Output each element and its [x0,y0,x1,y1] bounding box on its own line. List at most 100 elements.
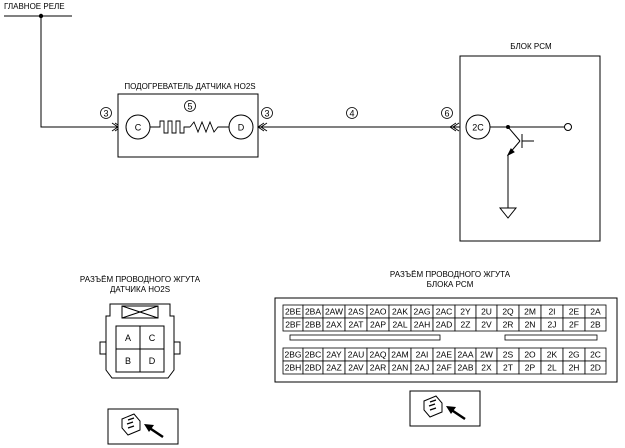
pcm-pin-2ah: 2AH [414,320,431,330]
main-relay-label: ГЛАВНОЕ РЕЛЕ [4,2,65,11]
sensor-connector-face [99,303,181,379]
pcm-pin-2w: 2W [480,350,493,360]
connector-view-arrow-icon-pcm [409,390,481,427]
sensor-pin-b: B [125,356,131,366]
sensor-connector-label-line1: РАЗЪЁМ ПРОВОДНОГО ЖГУТА [80,275,201,284]
pcm-pin-2ap: 2AP [370,320,386,330]
pcm-pin-2x: 2X [481,363,492,373]
pcm-terminal-2c: 2C [465,114,491,140]
pcm-pin-2ai: 2AI [416,350,429,360]
pcm-pin-2an: 2AN [392,363,409,373]
pcm-pin-2ag: 2AG [413,307,430,317]
pcm-pin-2ae: 2AE [436,350,452,360]
pcm-pin-2bh: 2BH [285,363,302,373]
pcm-pin-2y: 2Y [460,307,471,317]
pcm-pin-2e: 2E [569,307,580,317]
pcm-pin-2f: 2F [569,320,579,330]
pcm-pin-2c: 2C [590,350,601,360]
transistor-symbol-icon [506,126,534,157]
pcm-output-open-terminal [564,123,572,131]
pcm-pin-2be: 2BE [285,307,301,317]
connector-chevron-pcm [449,122,460,132]
pcm-pin-2o: 2O [524,350,536,360]
wire-marker-right-out: 3 [261,107,273,119]
pcm-pin-2ar: 2AR [370,363,387,373]
pcm-connector-key-slot [504,334,598,341]
pcm-pin-2ax: 2AX [326,320,342,330]
pcm-pin-2l: 2L [547,363,557,373]
wire-marker-pcm-in: 6 [441,107,453,119]
pcm-cell-frame [584,317,607,332]
heater-element-coil [150,120,190,134]
pcm-pin-2bc: 2BC [305,350,322,360]
pcm-pin-2ba: 2BA [305,307,321,317]
pcm-pin-2n: 2N [525,320,536,330]
svg-text:3: 3 [103,109,108,119]
svg-text:5: 5 [187,102,192,112]
pcm-pin-2af: 2AF [436,363,452,373]
pcm-pin-2az: 2AZ [326,363,342,373]
pcm-pin-2k: 2K [547,350,558,360]
pcm-pin-2q: 2Q [502,307,514,317]
pcm-pin-2u: 2U [481,307,492,317]
ground-symbol-icon [498,207,518,219]
svg-text:C: C [135,123,142,133]
pcm-connector-key-slot [289,334,441,341]
pcm-pin-2al: 2AL [392,320,407,330]
svg-text:3: 3 [264,109,269,119]
pcm-pin-2m: 2M [524,307,536,317]
pcm-pin-2aj: 2AJ [415,363,430,373]
pcm-pin-2aa: 2AA [457,350,473,360]
pcm-pin-2aq: 2AQ [369,350,386,360]
pcm-pin-2h: 2H [569,363,580,373]
pcm-pin-2r: 2R [503,320,514,330]
pcm-pin-2d: 2D [590,363,601,373]
pcm-pin-2bd: 2BD [305,363,322,373]
heater-terminal-c: C [125,114,151,140]
pcm-pin-2p: 2P [525,363,536,373]
pcm-pin-2t: 2T [503,363,513,373]
pcm-pin-2au: 2AU [348,350,365,360]
pcm-pin-2ay: 2AY [326,350,342,360]
sensor-heater-label: ПОДОГРЕВАТЕЛЬ ДАТЧИКА HO2S [124,82,255,91]
pcm-pin-2at: 2AT [349,320,364,330]
svg-text:6: 6 [444,109,449,119]
pcm-pin-2bg: 2BG [284,350,301,360]
pcm-pin-2ad: 2AD [436,320,453,330]
pcm-pin-2i: 2I [548,307,555,317]
pcm-pin-2ac: 2AC [436,307,453,317]
pcm-cell-frame [584,360,607,375]
pcm-pin-2aw: 2AW [325,307,343,317]
sensor-pin-a: A [125,333,131,343]
pcm-pin-2ao: 2AO [369,307,386,317]
pcm-pin-2am: 2AM [391,350,408,360]
heater-terminal-d: D [228,114,254,140]
pcm-block-box [459,55,601,242]
pcm-pin-2ak: 2AK [392,307,408,317]
pcm-pin-2bf: 2BF [285,320,301,330]
pcm-pin-2g: 2G [568,350,579,360]
relay-feed-wire [40,16,118,128]
svg-text:D: D [238,123,245,133]
pcm-pin-2av: 2AV [348,363,364,373]
pcm-pin-2as: 2AS [348,307,364,317]
wire-marker-heater: 5 [184,100,196,112]
pcm-connector-label-line1: РАЗЪЁМ ПРОВОДНОГО ЖГУТА [390,270,511,279]
wire-marker-left-in: 3 [100,107,112,119]
svg-text:2C: 2C [472,123,484,133]
heater-element-resistor [189,120,229,134]
sensor-pin-d: D [149,356,156,366]
pcm-pin-2z: 2Z [461,320,471,330]
svg-text:4: 4 [349,109,354,119]
connector-view-arrow-icon [107,408,179,445]
pcm-pin-2s: 2S [503,350,514,360]
pcm-block-label: БЛОК PCM [510,42,552,51]
wire-marker-harness: 4 [346,107,358,119]
sensor-connector-label-line2: ДАТЧИКА HO2S [110,285,170,294]
pcm-pin-2b: 2B [590,320,601,330]
pcm-pin-2j: 2J [548,320,557,330]
pcm-pin-2ab: 2AB [457,363,473,373]
pcm-pin-2bb: 2BB [305,320,321,330]
